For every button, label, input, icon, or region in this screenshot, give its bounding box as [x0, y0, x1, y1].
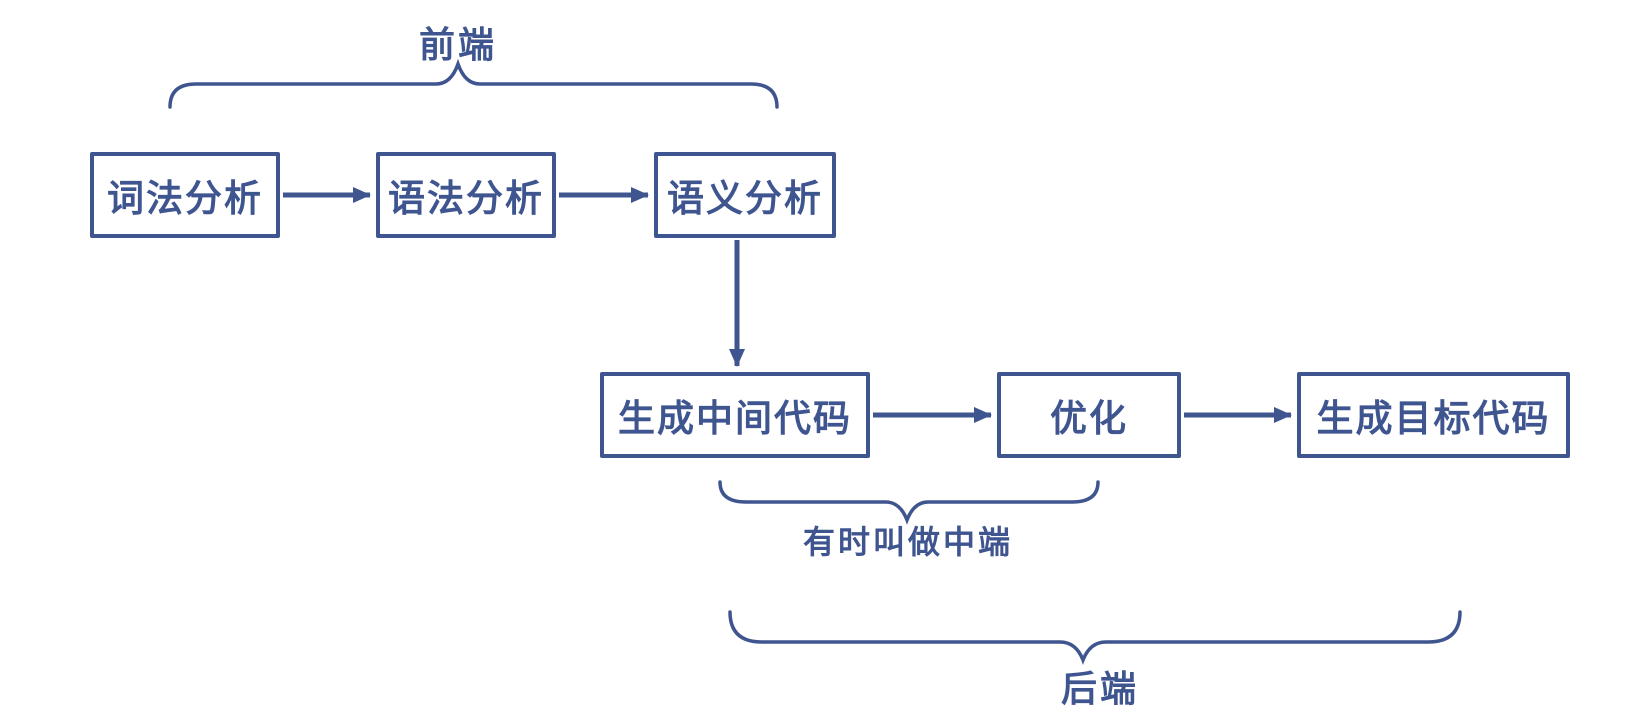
node-semantic-analysis: 语义分析	[654, 152, 836, 238]
front-end-brace	[168, 58, 779, 109]
node-generate-intermediate-code: 生成中间代码	[600, 372, 870, 458]
back-end-label: 后端	[1060, 669, 1140, 710]
node-optimization: 优化	[997, 372, 1181, 458]
node-generate-target-code: 生成目标代码	[1297, 372, 1570, 458]
back-end-brace	[728, 610, 1462, 665]
front-end-label: 前端	[418, 25, 498, 66]
node-lexical-analysis: 词法分析	[90, 152, 280, 238]
middle-end-brace	[718, 480, 1100, 525]
node-syntax-analysis: 语法分析	[376, 152, 556, 238]
middle-end-label: 有时叫做中端	[802, 523, 1014, 561]
